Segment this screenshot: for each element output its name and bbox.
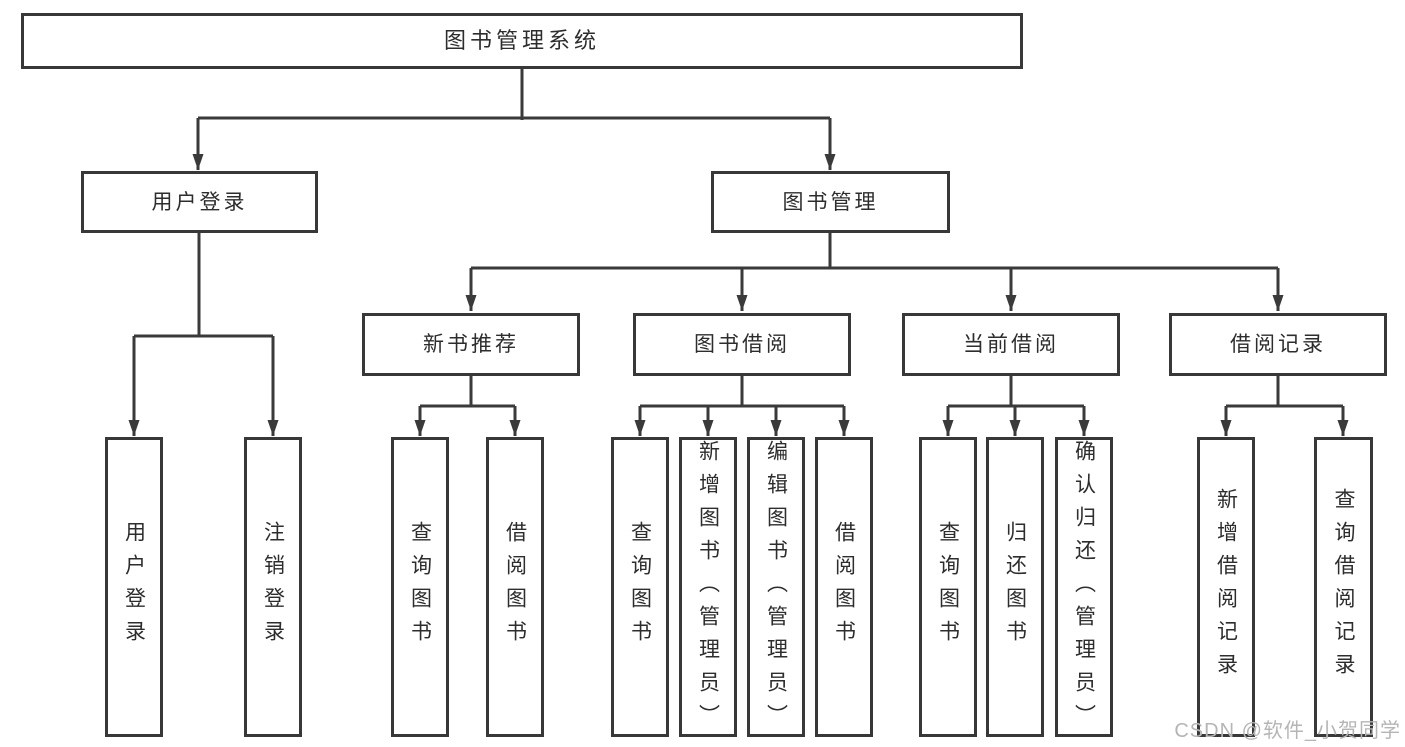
leaf-add-borrow-record: 新增借阅记录 xyxy=(1197,437,1255,737)
leaf-query-books-recommend: 查询图书 xyxy=(391,437,449,737)
leaf-query-borrow-record: 查询借阅记录 xyxy=(1314,437,1373,737)
leaf-logout: 注销登录 xyxy=(244,437,302,737)
node-library-system: 图书管理系统 xyxy=(21,13,1023,69)
node-borrow-records: 借阅记录 xyxy=(1169,313,1387,376)
node-user-login: 用户登录 xyxy=(81,171,318,233)
leaf-query-books-borrow: 查询图书 xyxy=(611,437,669,737)
node-current-borrow: 当前借阅 xyxy=(902,313,1120,376)
node-book-management: 图书管理 xyxy=(711,171,950,233)
node-new-book-recommend: 新书推荐 xyxy=(362,313,580,376)
leaf-add-book-admin: 新增图书（管理员） xyxy=(679,437,737,737)
leaf-borrow-books-recommend: 借阅图书 xyxy=(486,437,544,737)
leaf-query-books-current: 查询图书 xyxy=(919,437,977,737)
leaf-confirm-return-admin: 确认归还（管理员） xyxy=(1055,437,1113,737)
csdn-watermark: CSDN @软件_小贺同学 xyxy=(1174,720,1401,742)
node-book-borrow: 图书借阅 xyxy=(633,313,851,376)
leaf-edit-book-admin: 编辑图书（管理员） xyxy=(747,437,805,737)
leaf-return-book: 归还图书 xyxy=(986,437,1044,737)
leaf-user-login: 用户登录 xyxy=(105,437,163,737)
leaf-borrow-books: 借阅图书 xyxy=(815,437,873,737)
